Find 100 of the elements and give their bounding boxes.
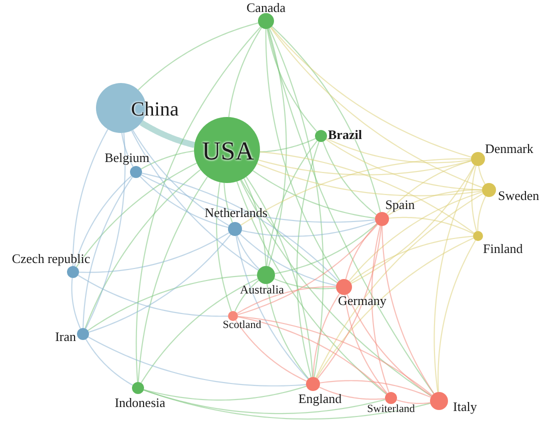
link-curve	[266, 28, 318, 132]
link-curve	[266, 140, 318, 266]
country-label: Spain	[385, 198, 415, 212]
link-curve	[477, 196, 486, 231]
link-curve	[246, 176, 314, 378]
link-curve	[74, 176, 132, 266]
country-label: Switerland	[367, 404, 415, 416]
country-label: Czech republic	[12, 252, 90, 266]
link-curve	[228, 27, 262, 118]
link-curve	[371, 226, 390, 393]
link-curve	[236, 235, 260, 270]
country-label: Denmark	[485, 142, 534, 156]
link-curve	[238, 316, 432, 396]
link-curve	[350, 236, 474, 283]
link-curve	[143, 390, 430, 420]
link-curve	[234, 280, 260, 312]
link-curve	[388, 216, 474, 234]
link-curve	[346, 294, 432, 396]
link-curve	[236, 236, 309, 380]
link-curve	[235, 320, 307, 382]
link-curve	[256, 163, 482, 196]
link-curve	[322, 141, 377, 216]
link-curve	[471, 166, 478, 232]
link-curve	[141, 174, 376, 223]
link-curve	[315, 193, 484, 378]
link-curve	[396, 399, 430, 404]
link-curve	[88, 336, 306, 386]
link-curve	[350, 164, 476, 284]
link-curve	[136, 26, 261, 382]
link-curve	[140, 176, 228, 228]
link-curve	[265, 29, 340, 281]
link-curve	[434, 165, 476, 392]
country-label: USA	[202, 137, 254, 165]
country-label: Indonesia	[114, 396, 166, 410]
link-curve	[216, 182, 232, 312]
link-curve	[131, 130, 259, 271]
link-curve	[140, 120, 196, 148]
link-curve	[242, 220, 376, 237]
country-label: Germany	[338, 294, 386, 308]
link-curve	[238, 224, 378, 316]
link-curve	[240, 158, 471, 226]
country-label: Australia	[240, 284, 284, 296]
country-label: Brazil	[328, 128, 362, 142]
link-curve	[243, 178, 266, 266]
link-curve	[236, 181, 387, 395]
link-curve	[266, 284, 309, 379]
link-curve	[296, 142, 320, 378]
country-label: Netherlands	[204, 206, 268, 220]
link-curve	[140, 150, 194, 170]
link-curve	[132, 130, 230, 226]
link-curve	[88, 274, 258, 331]
link-curve	[72, 129, 108, 266]
link-curve	[316, 238, 474, 378]
link-curve	[138, 176, 208, 382]
link-curve	[388, 189, 482, 216]
link-curve	[386, 160, 472, 214]
link-curve	[236, 286, 336, 314]
link-curve	[438, 240, 476, 392]
link-curve	[138, 22, 258, 90]
country-label: Canada	[246, 1, 286, 15]
link-curve	[140, 278, 258, 384]
link-curve	[272, 26, 381, 212]
country-label: Italy	[453, 400, 477, 414]
link-curve	[224, 182, 233, 223]
link-curve	[88, 234, 232, 333]
country-label: Scotland	[222, 320, 262, 332]
link-curve	[270, 26, 472, 158]
link-curve	[268, 28, 324, 378]
link-curve	[144, 386, 307, 401]
link-curve	[274, 278, 336, 290]
country-label: Finland	[483, 242, 523, 256]
link-curve	[478, 166, 486, 184]
country-label: China	[131, 100, 179, 120]
link-curve	[348, 191, 482, 282]
link-curve	[240, 179, 338, 284]
link-curve	[268, 28, 287, 267]
link-curve	[78, 232, 230, 273]
link-curve	[78, 274, 228, 317]
link-curve	[320, 380, 431, 398]
link-curve	[345, 224, 378, 280]
country-label: England	[298, 392, 342, 406]
link-curve	[319, 386, 386, 400]
link-curve	[270, 27, 483, 188]
link-curve	[252, 170, 376, 219]
link-curve	[85, 338, 133, 386]
country-label: Belgium	[104, 151, 150, 165]
country-label: Sweden	[498, 189, 540, 203]
link-curve	[76, 162, 197, 268]
link-curve	[267, 28, 434, 394]
link-curve	[381, 226, 434, 394]
node-circle	[194, 117, 260, 183]
link-curve	[312, 293, 340, 378]
link-curve	[71, 278, 81, 329]
link-curve	[82, 176, 133, 328]
link-curve	[142, 172, 339, 282]
link-curve	[240, 234, 336, 286]
link-curve	[317, 226, 382, 379]
link-curve	[274, 223, 378, 274]
link-curve	[238, 316, 388, 394]
link-curve	[84, 169, 201, 329]
